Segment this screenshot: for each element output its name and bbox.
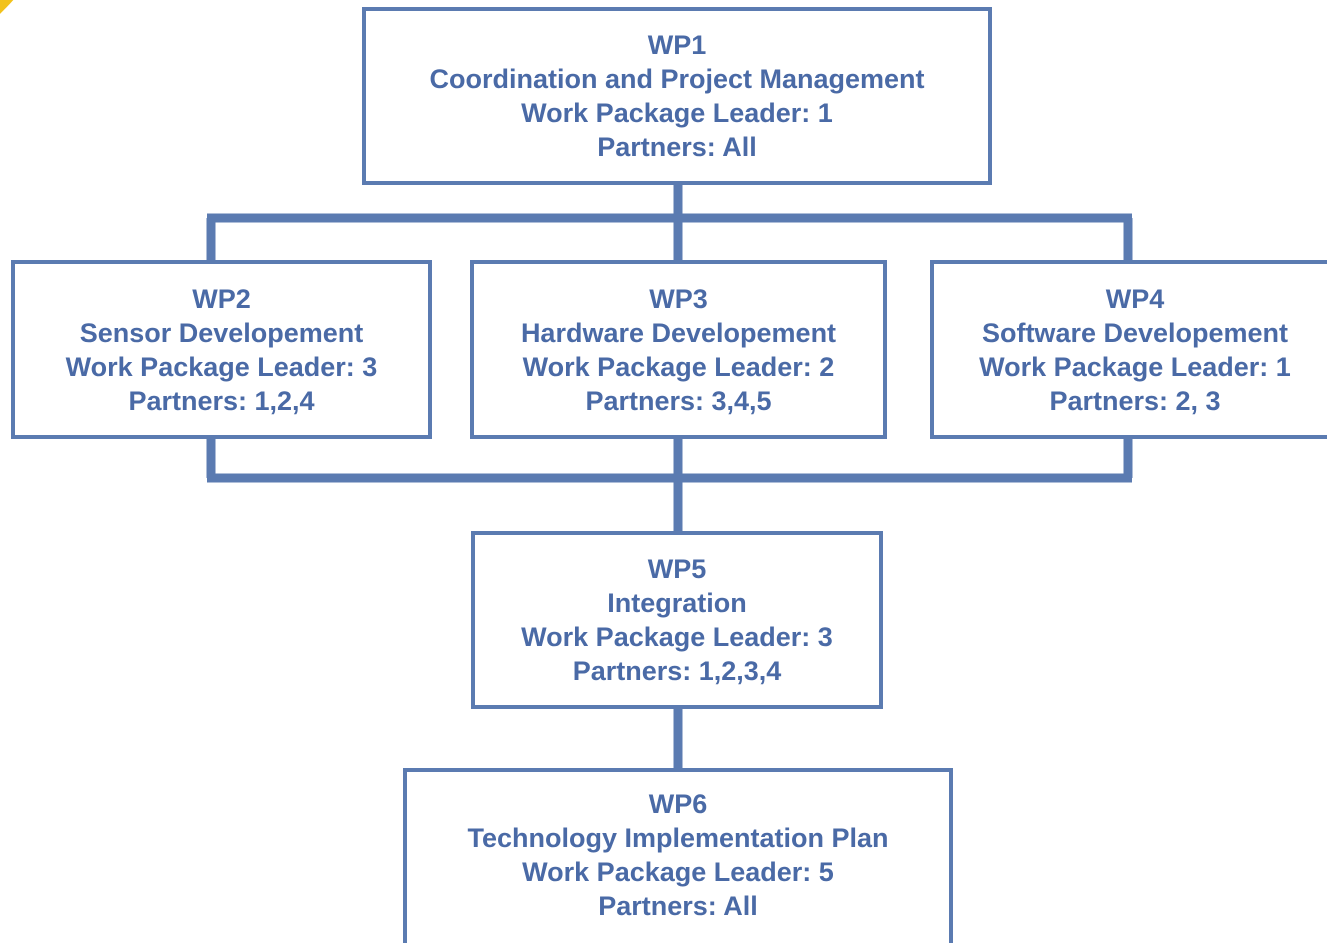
wp3-leader: Work Package Leader: 2 <box>522 351 835 382</box>
wp6-partners: Partners: All <box>598 891 758 921</box>
wp3-code: WP3 <box>649 283 708 314</box>
wp1-leader: Work Package Leader: 1 <box>521 98 833 128</box>
wp5-title: Integration <box>607 588 747 618</box>
corner-swoosh-decoration <box>0 0 14 14</box>
wp3-box: WP3 Hardware Developement Work Package L… <box>470 260 887 439</box>
wp2-box: WP2 Sensor Developement Work Package Lea… <box>11 260 432 439</box>
wp2-leader: Work Package Leader: 3 <box>65 351 378 382</box>
wp4-leader: Work Package Leader: 1 <box>979 351 1291 382</box>
wp2-partners: Partners: 1,2,4 <box>128 385 315 416</box>
wp2-code: WP2 <box>192 283 251 314</box>
wp4-code: WP4 <box>1105 283 1165 314</box>
wp4-title: Software Developement <box>981 317 1289 348</box>
wp3-partners: Partners: 3,4,5 <box>585 385 772 416</box>
wp1-code: WP1 <box>647 30 707 60</box>
wp6-title: Technology Implementation Plan <box>467 823 889 853</box>
wp2-title: Sensor Developement <box>79 317 364 348</box>
wp1-partners: Partners: All <box>597 132 757 162</box>
wp5-leader: Work Package Leader: 3 <box>521 622 833 652</box>
wp6-code: WP6 <box>648 789 708 819</box>
wp3-title: Hardware Developement <box>520 317 837 348</box>
wp5-partners: Partners: 1,2,3,4 <box>572 656 782 686</box>
wp4-box: WP4 Software Developement Work Package L… <box>930 260 1327 439</box>
wp5-code: WP5 <box>647 554 707 584</box>
wp6-box: WP6 Technology Implementation Plan Work … <box>403 768 953 943</box>
wp4-partners: Partners: 2, 3 <box>1049 385 1221 416</box>
wp1-box: WP1 Coordination and Project Management … <box>362 7 992 185</box>
wp1-title: Coordination and Project Management <box>429 64 925 94</box>
wp6-leader: Work Package Leader: 5 <box>522 857 834 887</box>
wp5-box: WP5 Integration Work Package Leader: 3 P… <box>471 531 883 709</box>
